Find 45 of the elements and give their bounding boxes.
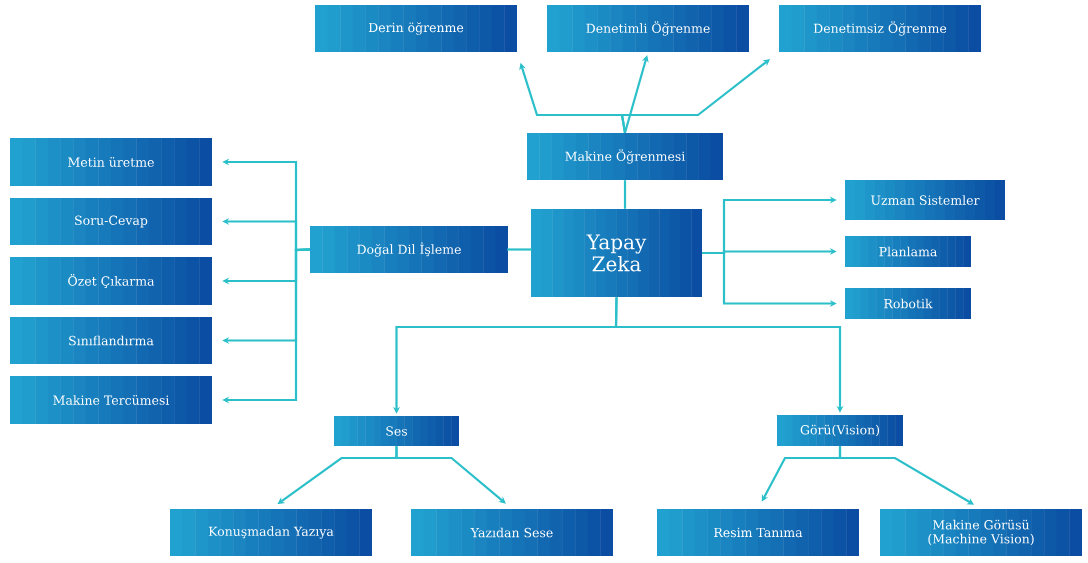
topic-box: Doğal Dil İşleme (310, 226, 508, 273)
node-label: Özet Çıkarma (68, 274, 155, 288)
node-label: Robotik (884, 298, 933, 309)
topic-box: Uzman Sistemler (845, 180, 1005, 220)
arrow (222, 248, 310, 404)
node-label: Resim Tanıma (714, 527, 803, 538)
node-label: Derin öğrenme (368, 22, 464, 35)
topic-box: Ses (334, 416, 459, 446)
node-label: Konuşmadan Yazıya (208, 526, 334, 539)
node-label: Planlama (879, 246, 937, 257)
topic-box: Sınıflandırma (10, 317, 212, 364)
node-label: Denetimsiz Öğrenme (813, 21, 947, 36)
topic-box: Denetimsiz Öğrenme (779, 5, 981, 52)
topic-box: Konuşmadan Yazıya (170, 509, 372, 556)
topic-box: Yapay Zeka (531, 209, 702, 297)
topic-box: Resim Tanıma (657, 509, 859, 556)
topic-box: Denetimli Öğrenme (547, 5, 749, 52)
node-label: Makine Tercümesi (53, 395, 170, 405)
topic-box: Derin öğrenme (315, 5, 517, 52)
connector-line (623, 180, 627, 209)
topic-box: Planlama (845, 236, 971, 267)
node-label: Makine Öğrenmesi (565, 149, 686, 164)
node-label: Denetimli Öğrenme (586, 21, 710, 36)
node-label: Doğal Dil İşleme (357, 242, 461, 257)
arrow (395, 446, 506, 504)
topic-box: Soru-Cevap (10, 198, 212, 245)
topic-box: Makine Öğrenmesi (527, 133, 723, 180)
topic-box: Makine Tercümesi (10, 376, 212, 424)
node-label: Metin üretme (68, 157, 154, 167)
node-label: Makine Görüsü (Machine Vision) (928, 519, 1034, 546)
topic-box: Makine Görüsü (Machine Vision) (880, 509, 1082, 556)
arrow (614, 297, 844, 413)
connector-line (507, 248, 532, 251)
node-label: Soru-Cevap (75, 215, 148, 228)
node-label: Uzman Sistemler (871, 195, 980, 205)
topic-box: Özet Çıkarma (10, 257, 212, 305)
node-label: Sınıflandırma (69, 335, 154, 346)
topic-box: Görü(Vision) (777, 415, 903, 446)
node-label: Yazıdan Sese (470, 527, 553, 538)
topic-box: Metin üretme (10, 138, 212, 186)
node-label: Yapay Zeka (586, 234, 647, 272)
node-label: Görü(Vision) (800, 424, 880, 437)
topic-box: Robotik (845, 288, 971, 319)
arrow (623, 55, 649, 134)
topic-box: Yazıdan Sese (411, 509, 613, 556)
